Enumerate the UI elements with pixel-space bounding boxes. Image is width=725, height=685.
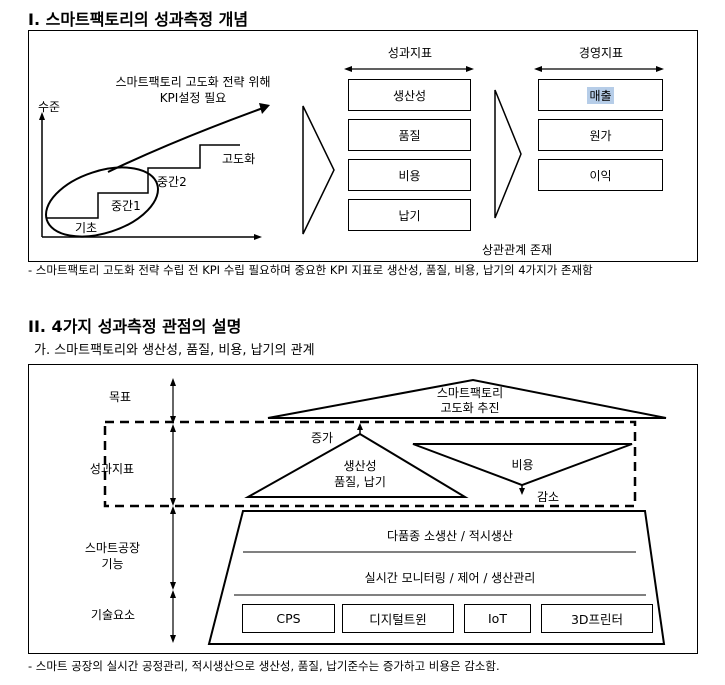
stage-label-basic: 기초 [75, 221, 98, 235]
row-label-function: 스마트공장 기능 [84, 541, 141, 571]
strategy-text: 스마트팩토리 고도화 전략 위해 KPI설정 필요 [115, 75, 271, 105]
right-triangle-text: 비용 [511, 458, 534, 472]
kpi-productivity: 생산성 [348, 79, 471, 111]
function-item-1: 다품종 소생산 / 적시생산 [387, 529, 513, 543]
kpi-cost: 비용 [348, 159, 471, 191]
kpi-delivery: 납기 [348, 199, 471, 231]
row-label-goal: 목표 [108, 390, 132, 404]
section2-subheading: 가. 스마트팩토리와 생산성, 품질, 비용, 납기의 관계 [34, 343, 315, 358]
increase-label: 증가 [311, 431, 334, 445]
performance-header: 성과지표 [387, 46, 433, 60]
section1-heading: I. 스마트팩토리의 성과측정 개념 [28, 10, 249, 29]
stage-label-advanced: 고도화 [222, 152, 256, 166]
section1-note: - 스마트팩토리 고도화 전략 수립 전 KPI 수립 필요하며 중요한 KPI… [28, 263, 593, 277]
kpi-quality: 품질 [348, 119, 471, 151]
tech-digital-twin: 디지털트윈 [342, 604, 454, 633]
relation-diagram-frame [28, 364, 698, 654]
left-triangle-text: 생산성 품질, 납기 [334, 459, 386, 489]
tech-3d-printer: 3D프린터 [541, 604, 653, 633]
section2-heading: II. 4가지 성과측정 관점의 설명 [28, 317, 242, 336]
tech-cps: CPS [242, 604, 335, 633]
stage-label-mid1: 중간1 [111, 199, 141, 213]
function-item-2: 실시간 모니터링 / 제어 / 생산관리 [364, 571, 536, 585]
decrease-label: 감소 [537, 490, 560, 504]
row-label-performance: 성과지표 [89, 462, 135, 476]
section2-note: - 스마트 공장의 실시간 공정관리, 적시생산으로 생산성, 품질, 납기준수… [28, 659, 500, 673]
tech-iot: IoT [464, 604, 531, 633]
row-label-tech: 기술요소 [90, 608, 136, 622]
stage-label-mid2: 중간2 [157, 175, 187, 189]
mgmt-sales: 매출 [538, 79, 663, 111]
goal-text: 스마트팩토리 고도화 추진 [436, 386, 504, 415]
mgmt-sales-label: 매출 [587, 86, 614, 104]
y-axis-label: 수준 [38, 100, 61, 114]
mgmt-profit: 이익 [538, 159, 663, 191]
mgmt-cost: 원가 [538, 119, 663, 151]
concept-diagram-frame [28, 30, 698, 262]
management-header: 경영지표 [578, 46, 624, 60]
correlation-label: 상관관계 존재 [482, 243, 553, 257]
